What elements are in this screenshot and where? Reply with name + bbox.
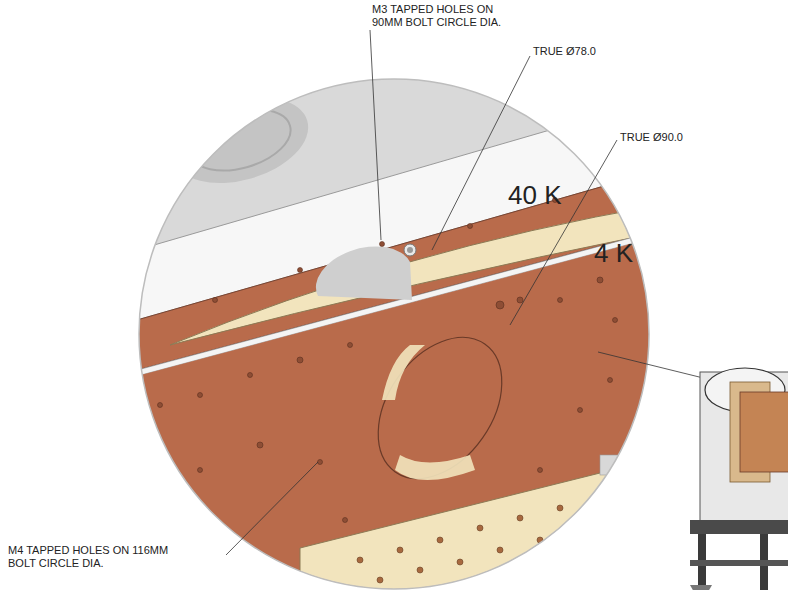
temperature-label: 40 K xyxy=(508,180,588,211)
leader-lines xyxy=(226,30,760,555)
temperature-label: 4 K xyxy=(594,238,664,269)
zoom-view xyxy=(130,70,660,590)
cryostat-thumbnail xyxy=(690,368,788,590)
callout-label: TRUE Ø78.0 xyxy=(533,45,643,58)
callout-label: TRUE Ø90.0 xyxy=(620,131,730,144)
callout-label: M3 TAPPED HOLES ON 90MM BOLT CIRCLE DIA. xyxy=(372,3,522,29)
zoom-circle xyxy=(139,79,649,589)
callout-label: M4 TAPPED HOLES ON 116MM BOLT CIRCLE DIA… xyxy=(8,544,178,570)
